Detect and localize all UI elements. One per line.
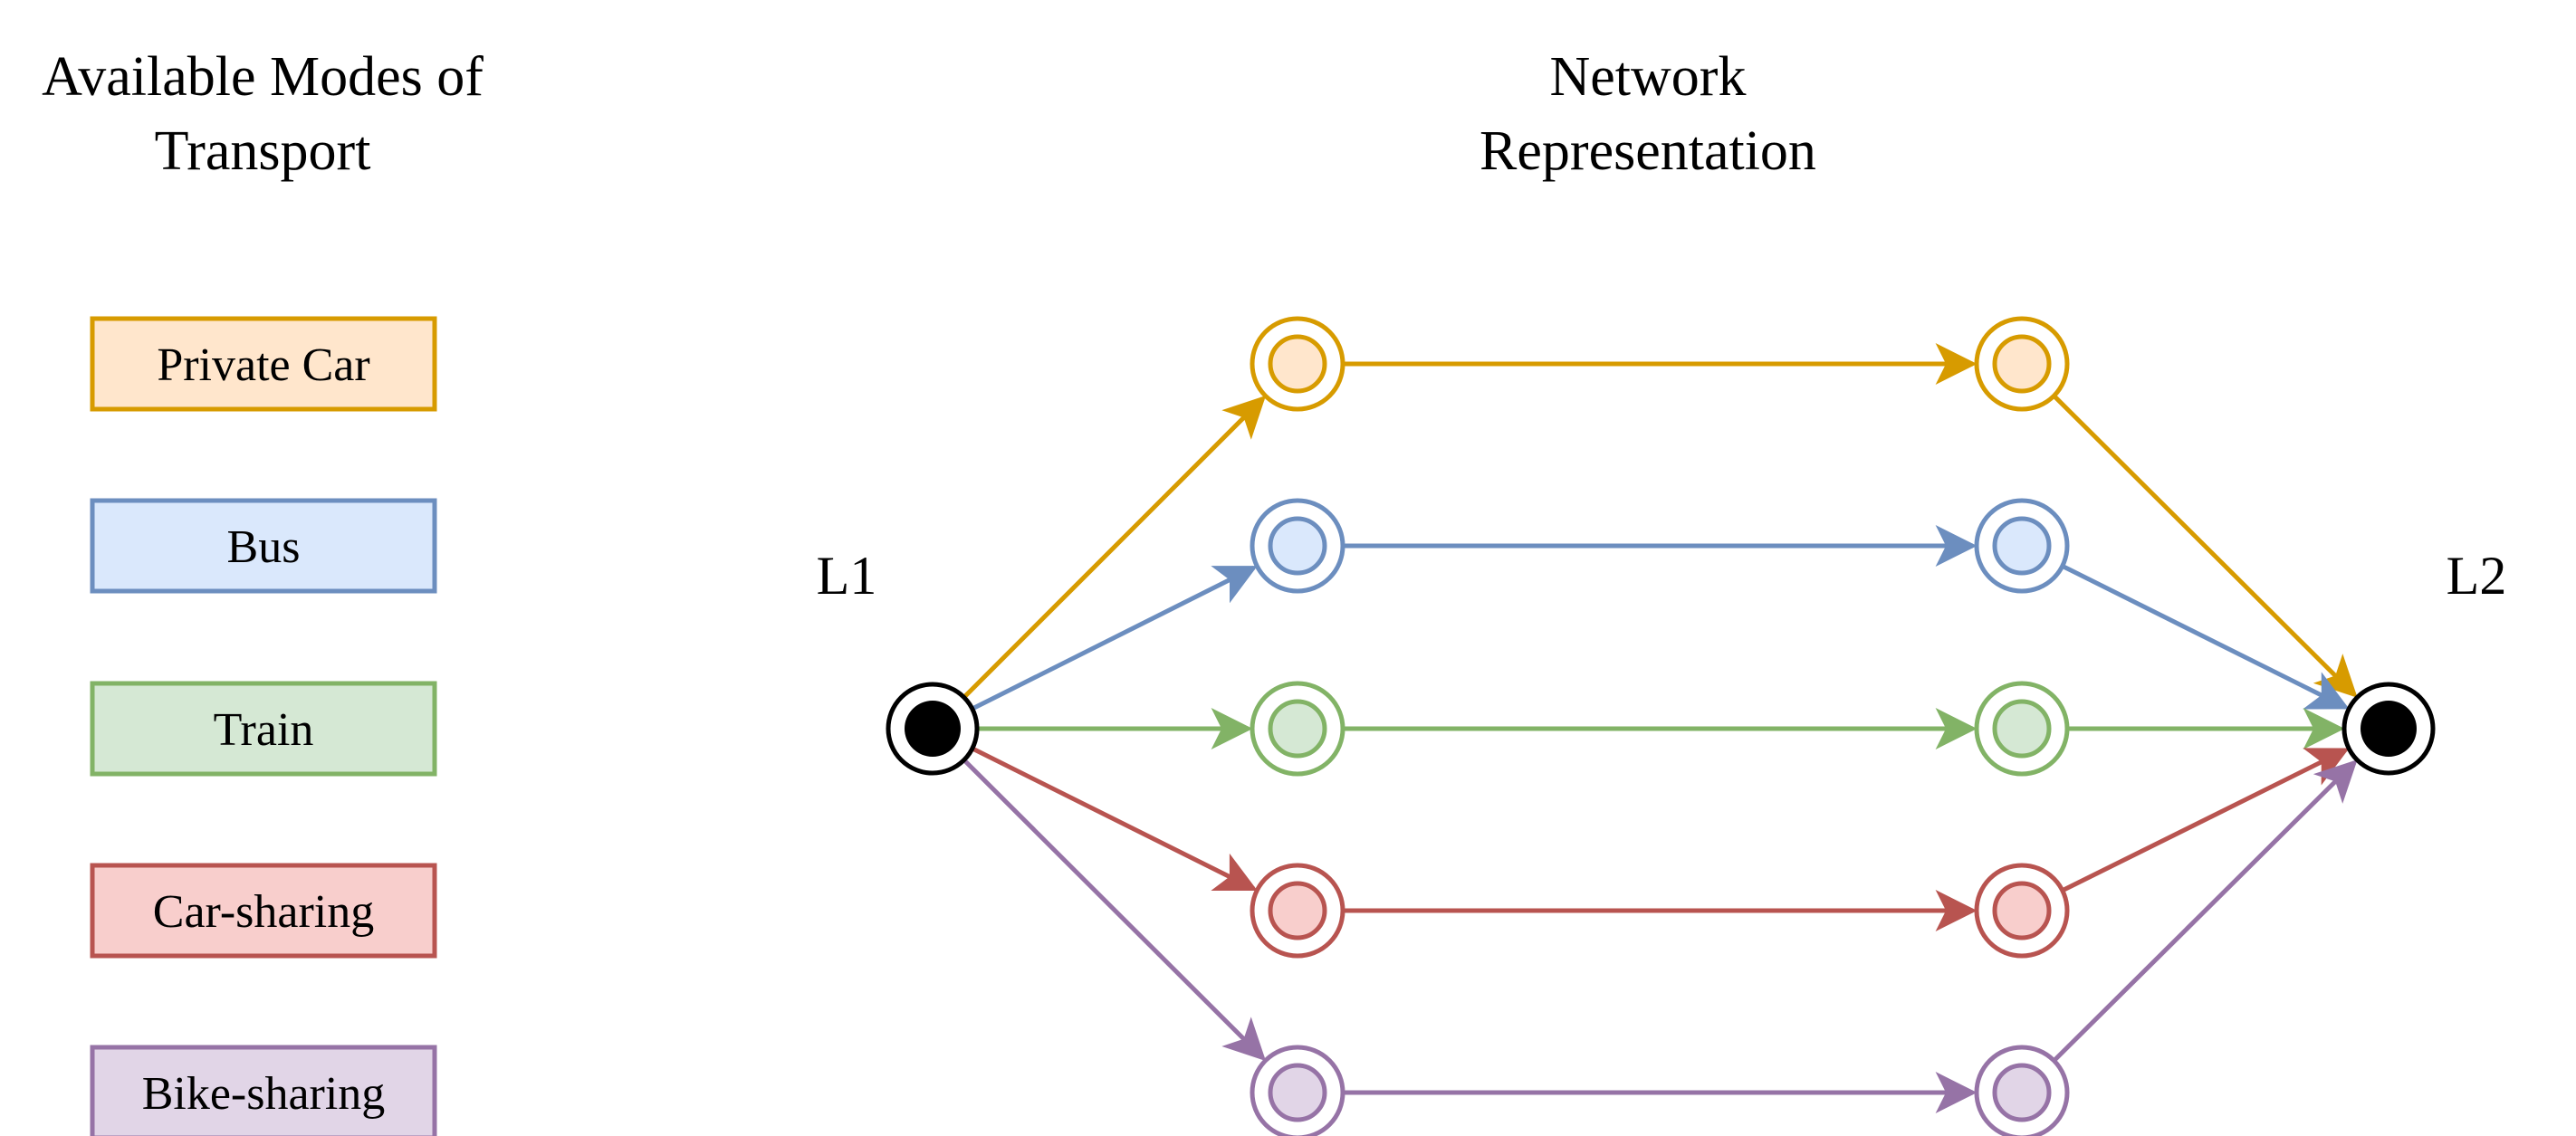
- mode-node-train-1: [1250, 681, 1345, 777]
- mode-node-private-car-1: [1250, 316, 1345, 412]
- legend-item-private-car: Private Car: [90, 316, 437, 412]
- legend: Private CarBusTrainCar-sharingBike-shari…: [90, 316, 437, 1136]
- legend-swatch: [90, 1045, 437, 1136]
- edge-origin-bike-sharing: [963, 759, 1267, 1062]
- mode-node-bike-sharing-2: [1974, 1045, 2070, 1136]
- edge-destination-car-sharing: [2063, 748, 2350, 893]
- legend-label: Private Car: [157, 339, 369, 391]
- network-title-line2: Representation: [1480, 120, 1816, 182]
- legend-label: Car-sharing: [153, 886, 374, 938]
- network-title-line1: Network: [1550, 46, 1747, 108]
- edge-origin-bus: [972, 565, 1258, 711]
- mode-node-train-2: [1974, 681, 2070, 777]
- legend-title-line2: Transport: [155, 120, 371, 182]
- legend-label: Bus: [227, 521, 301, 573]
- destination-node: [2341, 682, 2436, 776]
- legend-swatch: [90, 316, 437, 412]
- legend-label: Train: [214, 704, 314, 756]
- network-nodes: [1250, 316, 2070, 1136]
- legend-swatch: [90, 498, 437, 594]
- mode-node-car-sharing-2: [1974, 863, 2070, 959]
- legend-swatch: [90, 681, 437, 777]
- legend-label: Bike-sharing: [142, 1068, 386, 1120]
- edge-destination-bus: [2063, 564, 2350, 710]
- edge-origin-car-sharing: [972, 747, 1258, 892]
- mode-node-car-sharing-1: [1250, 863, 1345, 959]
- legend-item-car-sharing: Car-sharing: [90, 863, 437, 959]
- edge-destination-private-car: [2054, 395, 2358, 698]
- legend-item-train: Train: [90, 681, 437, 777]
- legend-item-bus: Bus: [90, 498, 437, 594]
- origin-node: [886, 682, 980, 776]
- legend-item-bike-sharing: Bike-sharing: [90, 1045, 437, 1136]
- legend-title-line1: Available Modes of: [42, 46, 484, 108]
- mode-node-bike-sharing-1: [1250, 1045, 1345, 1136]
- mode-node-bus-1: [1250, 498, 1345, 594]
- edge-origin-private-car: [963, 395, 1267, 698]
- network-edges: [963, 343, 2358, 1113]
- mode-node-private-car-2: [1974, 316, 2070, 412]
- origin-label: L1: [817, 546, 877, 606]
- mode-node-bus-2: [1974, 498, 2070, 594]
- destination-label: L2: [2447, 546, 2507, 606]
- edge-destination-bike-sharing: [2054, 759, 2358, 1062]
- legend-swatch: [90, 863, 437, 959]
